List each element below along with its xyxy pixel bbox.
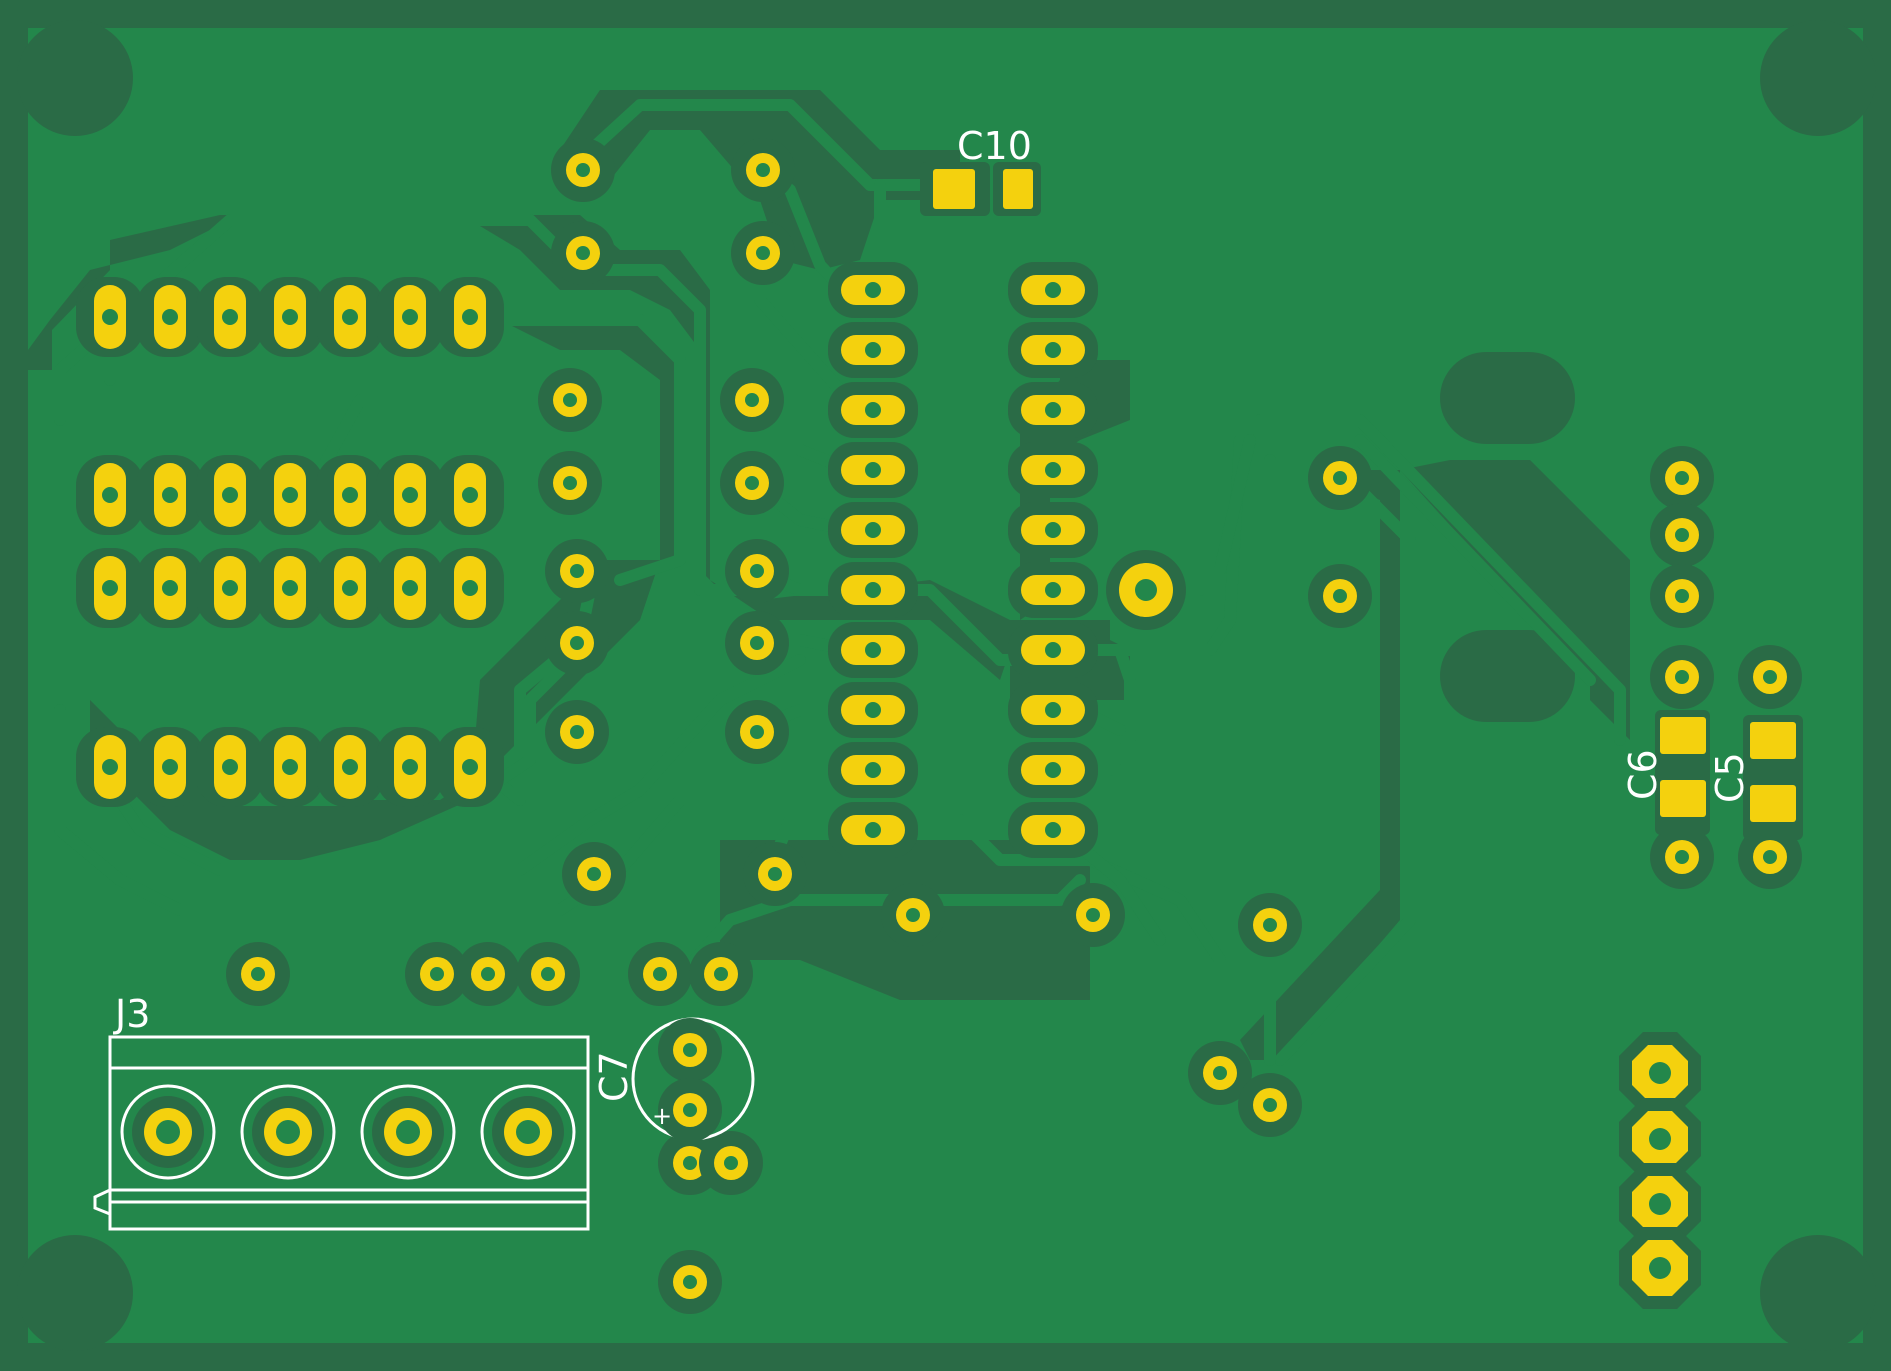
label-c7-polarity: + — [652, 1102, 672, 1130]
label-c10: C10 — [957, 124, 1032, 168]
label-c7: C7 — [592, 1051, 636, 1102]
label-c5: C5 — [1708, 752, 1752, 803]
label-j3: J3 — [113, 992, 150, 1036]
j3-terminal-block — [93, 1035, 590, 1231]
c7-capacitor — [631, 1017, 755, 1142]
mounting-holes — [17, 20, 1876, 1351]
label-c6: C6 — [1621, 749, 1665, 800]
large-round-pad — [1106, 550, 1186, 630]
smd-capacitors — [920, 162, 1803, 840]
